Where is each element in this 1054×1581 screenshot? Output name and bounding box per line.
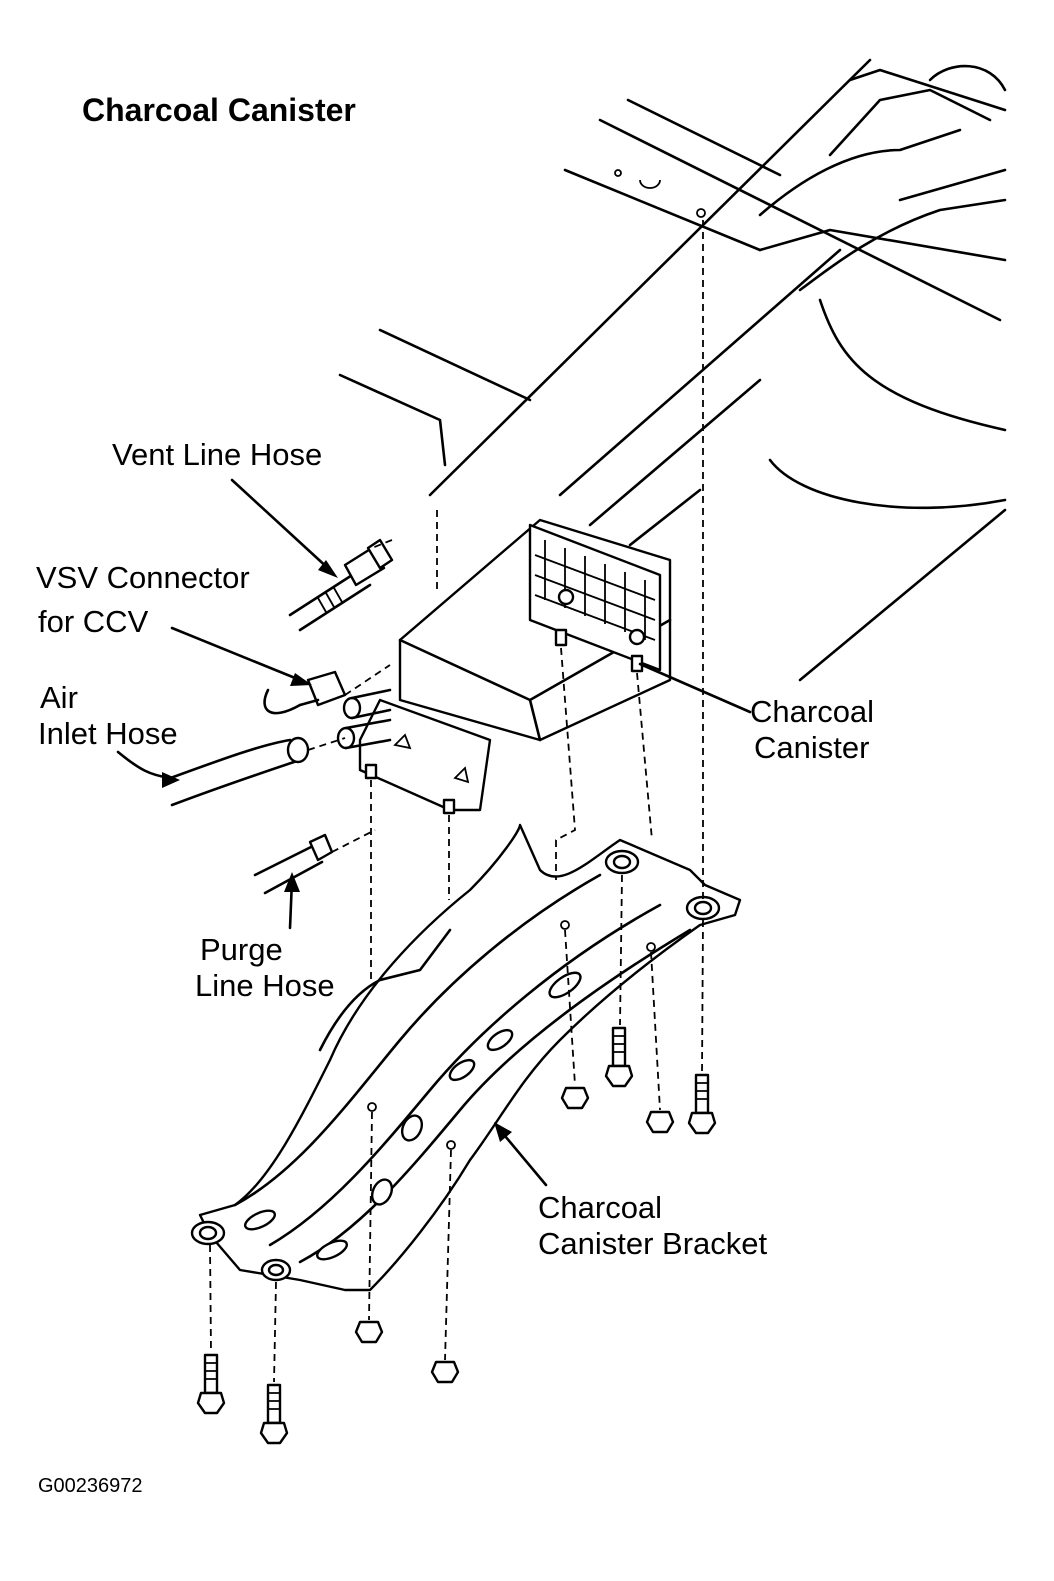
label-air-inlet-line1: Air [40,680,78,715]
fasteners [196,1026,717,1445]
label-purge-line-hose-line2: Line Hose [195,968,335,1003]
label-air-inlet-line2: Inlet Hose [38,716,178,751]
leader-arrows [116,478,752,1187]
label-bracket-line2: Canister Bracket [538,1226,768,1261]
label-charcoal-canister-line2: Canister [754,730,870,765]
label-vsv-connector-line2: for CCV [38,604,149,639]
label-vsv-connector-line1: VSV Connector [36,560,250,595]
air-inlet-hose [163,736,310,807]
vsv-connector [263,670,347,715]
diagram-title: Charcoal Canister [82,92,356,128]
charcoal-canister-bracket [190,823,742,1292]
figure-code: G00236972 [38,1475,143,1497]
charcoal-canister-body [336,518,672,815]
label-vent-line-hose: Vent Line Hose [112,437,323,472]
label-bracket-line1: Charcoal [538,1190,663,1225]
label-charcoal-canister-line1: Charcoal [750,694,875,729]
vehicle-floor-frame [338,58,1007,682]
alignment-lines [209,220,704,1383]
label-purge-line-hose-line1: Purge [200,932,283,967]
vent-line-hose [288,538,394,632]
